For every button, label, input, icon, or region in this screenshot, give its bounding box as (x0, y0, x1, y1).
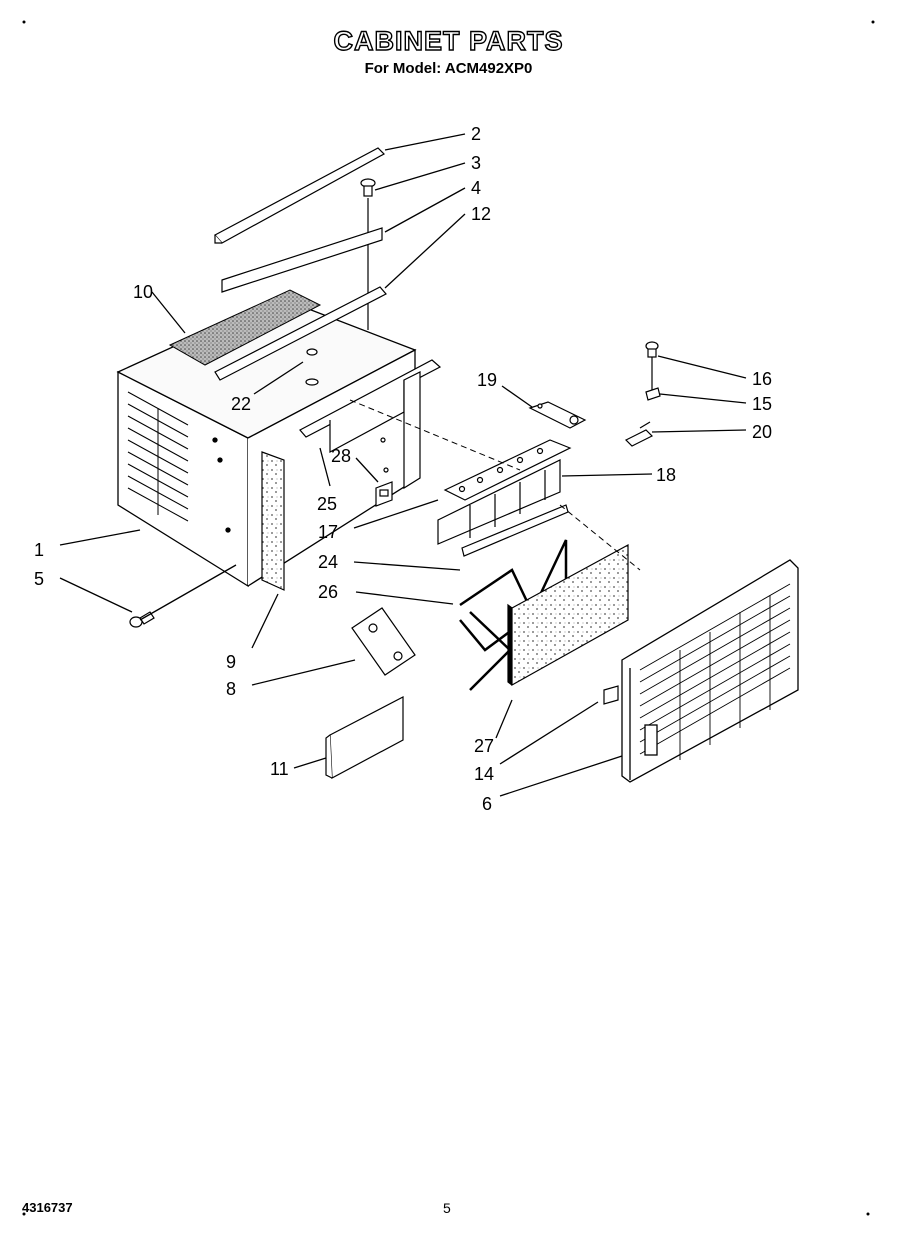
grommet (305, 348, 319, 386)
knob-washer (645, 387, 661, 401)
callout-15: 15 (752, 394, 772, 414)
callout-16: 16 (752, 369, 772, 389)
callout-9: 9 (226, 652, 236, 672)
callout-leaders (59, 133, 747, 797)
callout-19: 19 (477, 370, 497, 390)
rear-filter-panel (507, 543, 629, 687)
callout-20: 20 (752, 422, 772, 442)
grille-plug (603, 685, 619, 705)
heater-assembly (437, 439, 572, 545)
callout-22: 22 (231, 394, 251, 414)
page-title: CABINET PARTS (333, 25, 564, 56)
seal-strip (221, 227, 383, 293)
top-rail (214, 147, 385, 244)
callout-1: 1 (34, 540, 44, 560)
top-channel (214, 286, 387, 381)
callout-28: 28 (331, 446, 351, 466)
callout-26: 26 (318, 582, 338, 602)
mount-bracket (351, 607, 416, 676)
side-seal-panel (261, 451, 285, 591)
callout-labels: 2 3 4 12 10 1 5 9 8 11 22 25 28 17 24 26… (34, 124, 772, 814)
callout-3: 3 (471, 153, 481, 173)
control-bracket (528, 401, 587, 429)
callout-17: 17 (318, 522, 338, 542)
clamp (624, 421, 654, 447)
center-partition (299, 359, 442, 490)
screw-top (360, 178, 376, 330)
callout-27: 27 (474, 736, 494, 756)
callout-2: 2 (471, 124, 481, 144)
callout-18: 18 (656, 465, 676, 485)
callout-4: 4 (471, 178, 481, 198)
knob (645, 341, 659, 392)
callout-5: 5 (34, 569, 44, 589)
page-number: 5 (443, 1200, 451, 1216)
reference-lines (349, 399, 641, 571)
front-grille (621, 559, 799, 783)
insulation-panel (325, 696, 404, 779)
callout-8: 8 (226, 679, 236, 699)
callout-6: 6 (482, 794, 492, 814)
callout-11: 11 (270, 759, 289, 779)
callout-24: 24 (318, 552, 338, 572)
registration-marks (22, 20, 875, 1216)
document-number: 4316737 (22, 1200, 73, 1215)
callout-14: 14 (474, 764, 494, 784)
bracket-clip (375, 481, 393, 507)
callout-25: 25 (317, 494, 337, 514)
callout-10: 10 (133, 282, 153, 302)
screw-side (129, 611, 155, 628)
callout-12: 12 (471, 204, 491, 224)
top-filter-pad (168, 289, 322, 366)
model-subtitle: For Model: ACM492XP0 (364, 60, 533, 77)
